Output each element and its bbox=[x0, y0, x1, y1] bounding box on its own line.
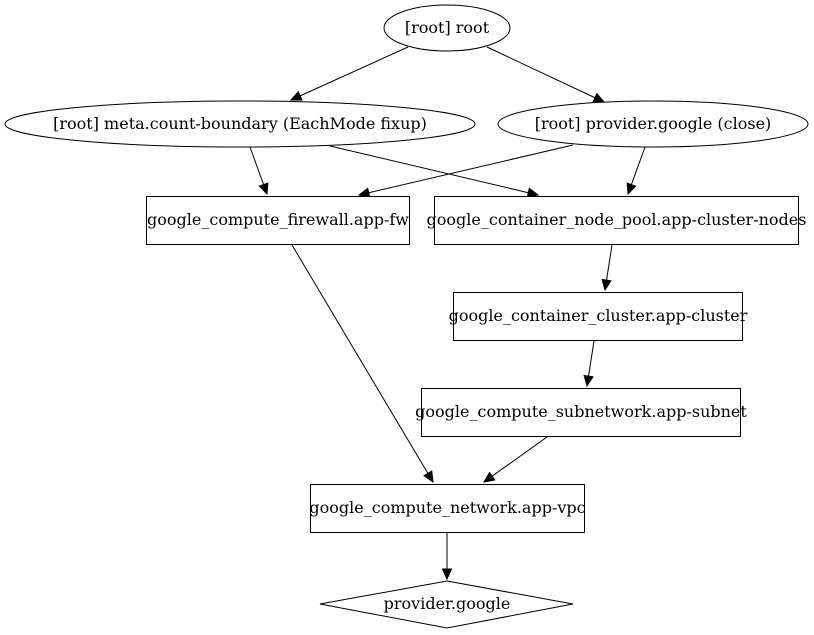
arrowhead-icon bbox=[357, 187, 371, 198]
edge-fw-to-vpc bbox=[291, 244, 434, 484]
edge-meta-to-pool bbox=[329, 145, 540, 198]
node-provider-google-label: provider.google bbox=[384, 594, 511, 613]
edge-line bbox=[291, 244, 429, 474]
edge-root-to-meta bbox=[289, 46, 409, 101]
arrowhead-icon bbox=[258, 182, 269, 196]
node-compute-network: google_compute_network.app-vpc bbox=[309, 484, 586, 533]
edge-subnet-to-vpc bbox=[483, 436, 548, 483]
node-root: [root] root bbox=[383, 4, 511, 52]
arrowhead-icon bbox=[601, 278, 612, 292]
node-compute-firewall-label: google_compute_firewall.app-fw bbox=[147, 210, 409, 229]
node-meta-count-boundary-label: [root] meta.count-boundary (EachMode fix… bbox=[53, 114, 427, 133]
node-container-cluster-label: google_container_cluster.app-cluster bbox=[449, 306, 748, 325]
arrowhead-icon bbox=[289, 90, 303, 101]
edge-line bbox=[630, 146, 646, 185]
edge-line bbox=[329, 145, 529, 194]
edge-pool-to-cluster bbox=[601, 244, 613, 292]
node-provider-google-close-label: [root] provider.google (close) bbox=[535, 114, 772, 133]
node-container-node-pool-label: google_container_node_pool.app-cluster-n… bbox=[427, 210, 807, 229]
node-container-node-pool: google_container_node_pool.app-cluster-n… bbox=[427, 196, 807, 245]
edge-line bbox=[491, 436, 548, 477]
edge-meta-to-fw bbox=[249, 146, 269, 196]
arrowhead-icon bbox=[423, 470, 434, 484]
edge-line bbox=[299, 46, 409, 97]
arrowhead-icon bbox=[583, 374, 594, 388]
edge-close-to-fw bbox=[357, 144, 574, 198]
edge-line bbox=[606, 244, 613, 281]
arrowhead-icon bbox=[526, 187, 540, 198]
node-compute-firewall: google_compute_firewall.app-fw bbox=[146, 196, 410, 245]
edge-line bbox=[486, 46, 596, 99]
edge-line bbox=[588, 340, 595, 377]
arrowhead-icon bbox=[441, 568, 453, 581]
edge-close-to-pool bbox=[626, 146, 646, 196]
node-compute-subnetwork-label: google_compute_subnetwork.app-subnet bbox=[415, 402, 747, 421]
node-compute-subnetwork: google_compute_subnetwork.app-subnet bbox=[415, 388, 747, 437]
edge-vpc-to-provider bbox=[441, 533, 453, 581]
node-meta-count-boundary: [root] meta.count-boundary (EachMode fix… bbox=[4, 100, 476, 148]
arrowhead-icon bbox=[626, 182, 637, 196]
edge-root-to-close bbox=[486, 46, 606, 103]
arrowhead-icon bbox=[483, 471, 496, 483]
arrowhead-icon bbox=[592, 92, 606, 103]
node-provider-google-close: [root] provider.google (close) bbox=[497, 100, 809, 148]
edge-line bbox=[368, 144, 574, 194]
edge-line bbox=[249, 146, 265, 185]
edges bbox=[249, 46, 646, 581]
edge-cluster-to-subnet bbox=[583, 340, 595, 388]
node-container-cluster: google_container_cluster.app-cluster bbox=[449, 292, 748, 341]
node-compute-network-label: google_compute_network.app-vpc bbox=[309, 498, 585, 517]
node-provider-google: provider.google bbox=[319, 580, 574, 629]
node-root-label: [root] root bbox=[405, 18, 490, 37]
